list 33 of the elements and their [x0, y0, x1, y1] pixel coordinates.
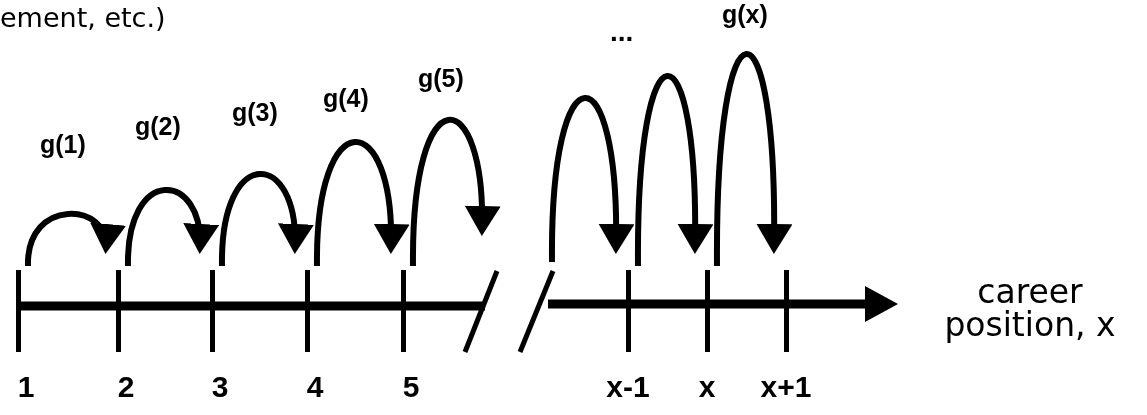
note-text: ement, etc.): [0, 4, 166, 31]
tick-label: 2: [117, 372, 135, 402]
jump-arrow: [125, 187, 218, 267]
tick-mark: [401, 270, 406, 352]
tick-label: x-1: [606, 372, 650, 402]
tick-label: 1: [17, 372, 35, 402]
edge-label: g(1): [40, 132, 86, 157]
tick-label: 3: [211, 372, 229, 402]
tick-mark: [210, 270, 215, 352]
tick-mark: [705, 270, 710, 352]
tick-mark: [784, 270, 789, 352]
tick-mark: [116, 270, 121, 352]
edge-label: g(5): [418, 66, 464, 91]
tick-mark: [626, 270, 631, 352]
edge-label: g(3): [232, 100, 278, 125]
edge-label: g(x): [722, 2, 768, 27]
tick-label: x: [698, 372, 716, 402]
jump-arrow: [314, 139, 409, 267]
edge-label: g(4): [323, 86, 369, 111]
jump-arrow: [219, 171, 313, 267]
tick-label: 4: [306, 372, 324, 402]
tick-label: 5: [402, 372, 420, 402]
tick-mark: [16, 270, 21, 352]
jump-arrow: [635, 73, 713, 267]
ellipsis-text: ...: [610, 18, 634, 46]
jump-arrow: [549, 95, 634, 263]
axis-label: career position, x: [943, 275, 1117, 341]
tick-mark: [305, 270, 310, 352]
jump-arrow: [25, 211, 123, 267]
jump-arrow: [714, 52, 792, 267]
tick-label: x+1: [760, 372, 812, 402]
edge-label: g(2): [135, 114, 181, 139]
jump-arrow: [410, 117, 500, 267]
